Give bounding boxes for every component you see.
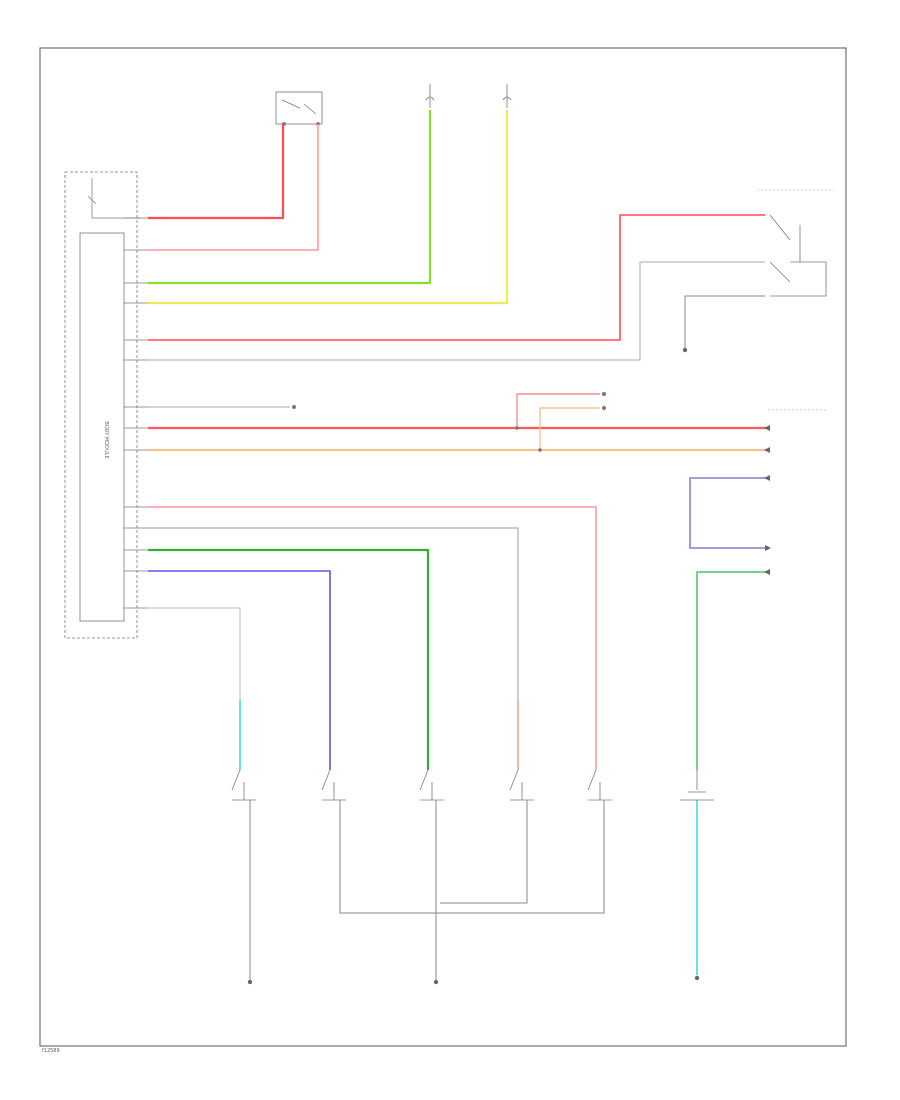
- wire-yellow-fuse: [148, 110, 509, 305]
- liftgate-switch: [231, 769, 256, 801]
- ground-symbol: [682, 340, 688, 353]
- junction-dot: [292, 405, 296, 409]
- ground-wire-left-rear: [440, 800, 528, 904]
- wire-pink-ignition: [148, 124, 319, 251]
- diagram-frame: [39, 47, 847, 1047]
- junction-dot: [602, 392, 606, 396]
- body-module: BODY MODULE: [64, 171, 148, 639]
- seatbelt-switch: [680, 770, 714, 801]
- ground-wire-passenger: [339, 800, 436, 914]
- wire-gray-ground-top: [684, 295, 765, 340]
- junction-dot: [538, 448, 542, 452]
- wire-green-seatbelt: [696, 571, 770, 770]
- wire-gray-door-switch: [148, 261, 765, 361]
- junction-dot: [515, 426, 519, 430]
- wire-red-ignition: [148, 124, 285, 220]
- body-module-label: BODY MODULE: [103, 421, 109, 458]
- driver-door-switch: [419, 769, 444, 801]
- wire-gray-liftgate: [148, 607, 241, 700]
- ground-wire-right-rear: [436, 800, 605, 914]
- passenger-door-switch: [321, 769, 346, 801]
- right-rear-door-switch: [587, 769, 612, 801]
- right-door-switch: [769, 214, 827, 297]
- wire-orange-junction: [539, 407, 600, 450]
- wire-lightgreen-fuse: [148, 110, 432, 285]
- wire-purple-cluster: [689, 477, 770, 549]
- ignition-switch: [275, 91, 323, 126]
- ground-terminal-left: [247, 979, 253, 985]
- fuse-top-1: [425, 84, 435, 108]
- ground-terminal-center: [433, 979, 439, 985]
- wire-gray-left-door: [148, 527, 519, 700]
- ground-terminal-right: [694, 975, 700, 981]
- wire-pink-right-door: [148, 506, 597, 770]
- junction-dot: [602, 406, 606, 410]
- wire-blue-passenger: [148, 570, 331, 770]
- wire-red-door-switch: [148, 214, 765, 341]
- fuse-top-2: [502, 84, 512, 108]
- diagram-code: f12589: [42, 1048, 60, 1054]
- left-rear-door-switch: [509, 769, 534, 801]
- connector-arrows: [764, 425, 771, 575]
- wire-pink-junction: [516, 393, 600, 428]
- wire-green-driver-door: [148, 548, 430, 770]
